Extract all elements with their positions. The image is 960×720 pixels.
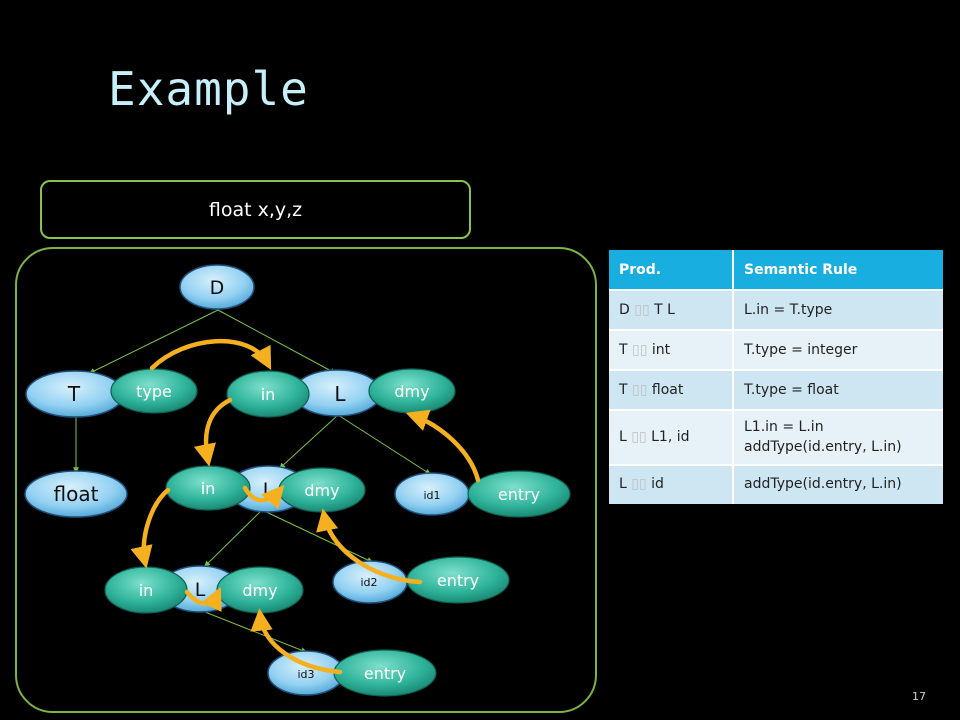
production-cell: L ▯▯ L1, id: [609, 409, 734, 465]
semantic-rule-line: addType(id.entry, L.in): [744, 439, 902, 456]
production-cell: L ▯▯ id: [609, 463, 734, 504]
slide-title: Example: [108, 62, 309, 116]
node-D: [179, 264, 255, 310]
semantic-rule-cell: addType(id.entry, L.in): [733, 463, 943, 504]
attr-id3-entry-label: entry: [364, 664, 406, 683]
attr-id1-entry-label: entry: [498, 485, 540, 504]
semantic-rule-cell: T.type = float: [733, 369, 943, 410]
header-semantic-rule: Semantic Rule: [733, 250, 943, 290]
production-rhs: id: [646, 476, 664, 493]
production-lhs: T: [619, 381, 633, 398]
edge-L-id1: [337, 414, 432, 475]
semantic-rule-line: L1.in = L.in: [744, 419, 824, 435]
node-id3-label: id3: [297, 668, 314, 681]
node-float: [24, 470, 128, 518]
attr-T-type-label: type: [136, 382, 172, 401]
node-id1-label: id1: [423, 489, 440, 502]
code-declaration-text: float x,y,z: [208, 198, 303, 221]
production-cell: D ▯▯ T L: [609, 289, 734, 330]
table-row: L ▯▯ L1, id L1.in = L.in addType(id.entry,…: [609, 409, 943, 465]
flow-L-to-L1-in: [242, 484, 285, 510]
production-rhs: L1, id: [646, 429, 690, 446]
attr-L1-dmy-label: dmy: [304, 481, 339, 500]
parse-tree-panel: [15, 247, 597, 713]
flow-L1-to-L2-in: [184, 586, 222, 613]
production-rhs: int: [647, 341, 671, 358]
node-id2-label: id2: [360, 576, 377, 589]
attr-id2-entry-label: entry: [437, 571, 479, 590]
production-arrow-icon: ▯▯: [632, 381, 648, 398]
flow-L1-in-to-L2-in: [130, 487, 171, 569]
semantic-rule-cell: L1.in = L.in addType(id.entry, L.in): [733, 409, 943, 465]
flow-type-to-L-in: [149, 338, 272, 371]
attr-L1-in-label: in: [201, 479, 216, 498]
node-T-label: T: [67, 382, 81, 406]
semantic-rule-line: T.type = integer: [744, 341, 858, 358]
node-L2-label: L: [195, 579, 206, 601]
semantic-rules-table: Prod. Semantic Rule D ▯▯ T L L.in = T.typ…: [609, 250, 943, 504]
node-D-label: D: [210, 277, 225, 299]
production-lhs: L: [619, 429, 632, 446]
header-prod: Prod.: [609, 250, 734, 290]
production-rhs: float: [647, 381, 684, 398]
attr-L-dmy-label: dmy: [394, 382, 429, 401]
table-row: T ▯▯ int T.type = integer: [609, 329, 943, 370]
attr-L2-in-label: in: [139, 581, 154, 600]
production-cell: T ▯▯ float: [609, 369, 734, 410]
production-cell: T ▯▯ int: [609, 329, 734, 370]
attr-L-in-label: in: [261, 385, 276, 404]
edge-L1-id2: [261, 509, 374, 563]
node-L-label: L: [334, 382, 346, 406]
flow-id1-entry-to-L-dmy: [405, 409, 481, 483]
node-float-label: float: [54, 482, 99, 506]
semantic-rule-cell: L.in = T.type: [733, 289, 943, 330]
table-row: T ▯▯ float T.type = float: [609, 369, 943, 410]
edge-D-L: [217, 309, 337, 374]
page-number: 17: [912, 690, 926, 703]
semantic-rule-line: T.type = float: [744, 381, 839, 398]
flow-L-in-to-L1-in: [193, 397, 233, 467]
attr-L-in: [226, 370, 310, 418]
production-arrow-icon: ▯▯: [631, 429, 647, 446]
production-lhs: D: [619, 301, 635, 318]
edge-L2-id3: [199, 609, 308, 654]
semantic-rule-line: L.in = T.type: [744, 301, 833, 318]
production-arrow-icon: ▯▯: [631, 476, 647, 493]
edge-D-T: [88, 309, 219, 374]
attr-L2-dmy-label: dmy: [242, 581, 277, 600]
semantic-rule-cell: T.type = integer: [733, 329, 943, 370]
table-row: L ▯▯ id addType(id.entry, L.in): [609, 463, 943, 504]
table-header-row: Prod. Semantic Rule: [609, 250, 943, 290]
edge-L-L1: [279, 414, 339, 469]
production-arrow-icon: ▯▯: [632, 341, 648, 358]
code-declaration-box: float x,y,z: [40, 180, 471, 239]
production-rhs: T L: [649, 301, 675, 318]
semantic-rule-line: addType(id.entry, L.in): [744, 476, 902, 493]
production-arrow-icon: ▯▯: [634, 301, 650, 318]
table-row: D ▯▯ T L L.in = T.type: [609, 289, 943, 330]
production-lhs: L: [619, 476, 632, 493]
flow-id3-entry-to-L2-dmy: [250, 608, 343, 675]
attr-id1-entry: [467, 470, 571, 518]
production-lhs: T: [619, 341, 633, 358]
flow-id2-entry-to-L1-dmy: [316, 508, 423, 585]
edge-L1-L2: [204, 509, 263, 567]
